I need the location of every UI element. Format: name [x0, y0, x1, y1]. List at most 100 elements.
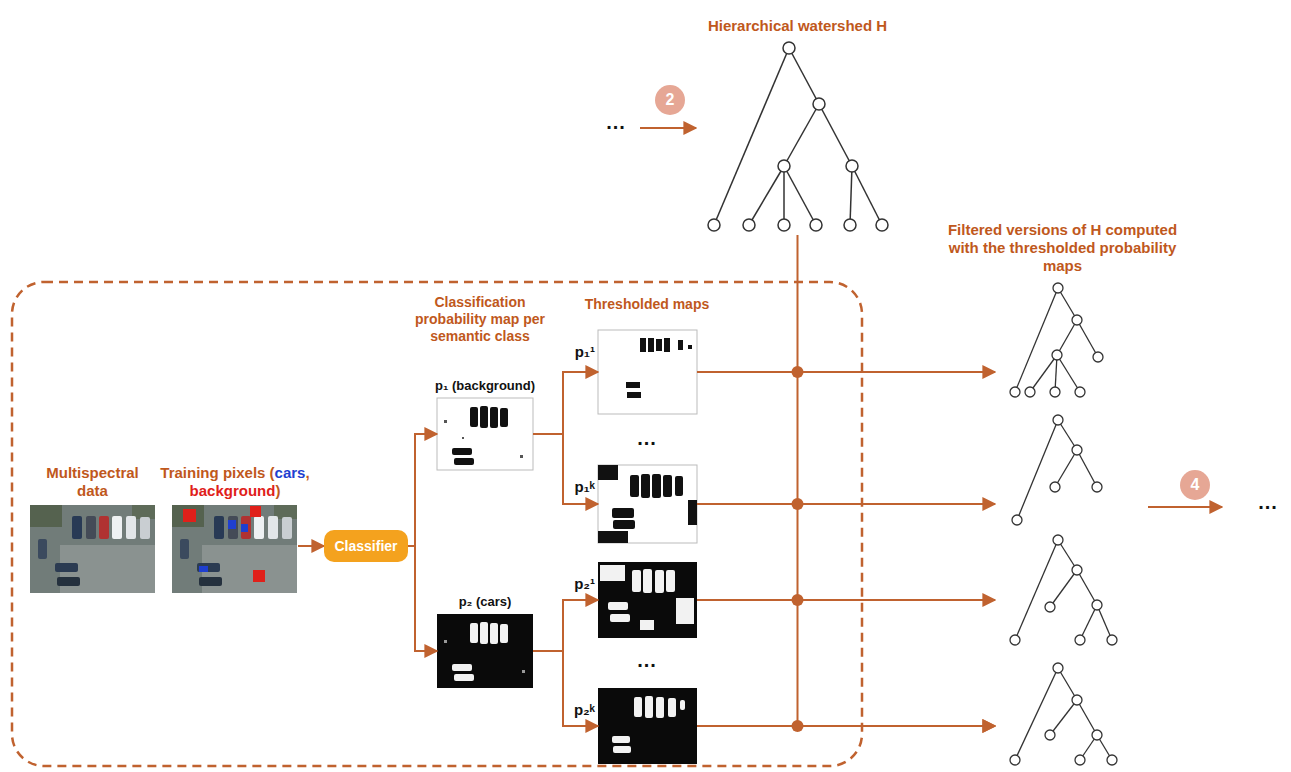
speckle — [522, 670, 525, 673]
heading-part: ) — [275, 482, 280, 499]
blob — [664, 338, 670, 352]
tree-branch — [714, 48, 789, 225]
background-sample — [253, 570, 265, 582]
probability-map: p₂ (cars) — [437, 614, 533, 688]
image-panel: Training pixels (cars, background) — [172, 505, 298, 593]
classifier-box: Classifier — [324, 530, 408, 562]
tree-node — [1052, 350, 1062, 360]
junction-dot — [792, 720, 804, 732]
speckle — [444, 640, 447, 643]
blob — [613, 520, 635, 529]
callout-number: 2 — [666, 91, 675, 109]
blob — [612, 508, 634, 518]
tree-node — [778, 160, 790, 172]
blob — [598, 465, 618, 480]
tree-branch — [1015, 668, 1058, 760]
map-heading: p₁ (background) — [425, 378, 545, 394]
tree-leaf — [1093, 352, 1103, 362]
image-panel: Multispectral data — [30, 505, 155, 593]
step-arrow — [640, 127, 696, 129]
tree-branch — [1017, 420, 1058, 520]
blob — [490, 623, 498, 644]
thresholded-map-image — [598, 562, 697, 638]
ellipsis: ... — [598, 112, 634, 132]
tree-leaf — [1045, 602, 1055, 612]
flow-arrow — [533, 651, 598, 726]
blob — [598, 531, 628, 543]
junction-dot — [792, 594, 804, 606]
tree-leaf — [1050, 387, 1060, 397]
blob — [612, 736, 630, 743]
tree-branch — [1077, 700, 1097, 735]
tree-branch — [784, 166, 816, 225]
car-sample — [228, 520, 236, 529]
blob — [663, 475, 672, 497]
tree-leaf — [1025, 387, 1035, 397]
map-ground — [598, 465, 697, 543]
heading-part: Training — [160, 464, 218, 481]
tree-branch — [784, 104, 819, 166]
blob — [613, 746, 631, 753]
tree-branch — [852, 166, 882, 225]
map-ground — [598, 330, 697, 414]
blob — [680, 700, 685, 710]
probability-map: p₁ (background) — [437, 398, 533, 470]
tree-branch — [819, 104, 852, 166]
blob — [500, 408, 508, 427]
speckle — [520, 455, 523, 458]
car-sample — [241, 524, 248, 532]
ellipsis: ... — [629, 428, 665, 448]
connectors — [298, 235, 995, 726]
background-sample — [250, 506, 261, 517]
column-heading: Classification probability map per seman… — [405, 294, 555, 344]
tree-branch — [1057, 355, 1080, 392]
blob — [626, 382, 640, 388]
multispectral-photo — [30, 505, 155, 593]
blob — [608, 602, 628, 610]
tree-leaf — [1010, 387, 1020, 397]
tree-node — [1053, 535, 1063, 545]
blob — [452, 448, 472, 455]
speckle — [444, 420, 447, 423]
ellipsis: ... — [1250, 492, 1286, 512]
tree-leaf — [1075, 635, 1085, 645]
tree-node — [783, 42, 795, 54]
probability-map-image — [437, 398, 533, 470]
blob — [645, 696, 653, 718]
tree-branch — [1030, 355, 1057, 392]
flow-arrow — [533, 372, 598, 434]
flow-arrow — [408, 434, 437, 546]
flow-arrow — [533, 434, 598, 504]
dashed-region — [12, 282, 862, 766]
tree-branch — [1015, 540, 1058, 640]
blob — [640, 338, 646, 352]
blob — [643, 569, 652, 593]
blob — [678, 340, 683, 350]
figure-heading: Hierarchical watershed H — [668, 17, 928, 35]
blob — [676, 598, 694, 624]
flow-arrow — [798, 235, 996, 726]
blob — [630, 475, 639, 497]
tree-leaf — [1092, 482, 1102, 492]
tree-branch — [783, 166, 785, 225]
blob — [648, 338, 654, 352]
blob — [490, 407, 498, 428]
map-label: p₂¹ — [574, 575, 595, 593]
tree-leaf — [1075, 755, 1085, 765]
callout-number: 2 — [655, 85, 685, 115]
thresholded-map-image — [598, 688, 697, 764]
flow-arrow — [697, 599, 995, 601]
box-label: Classifier — [334, 538, 397, 555]
tree-branch — [789, 48, 819, 104]
tree-branch — [1077, 450, 1097, 487]
tree-branch — [1097, 605, 1112, 640]
step-arrow — [1148, 506, 1222, 508]
tree-leaf — [778, 219, 790, 231]
blob — [640, 620, 654, 630]
figure-heading: Filtered versions of H computed with the… — [938, 221, 1188, 275]
tree-leaf — [1010, 755, 1020, 765]
callout-number: 4 — [1191, 476, 1200, 494]
flow-arrow — [298, 545, 324, 547]
tree-node — [1072, 445, 1082, 455]
